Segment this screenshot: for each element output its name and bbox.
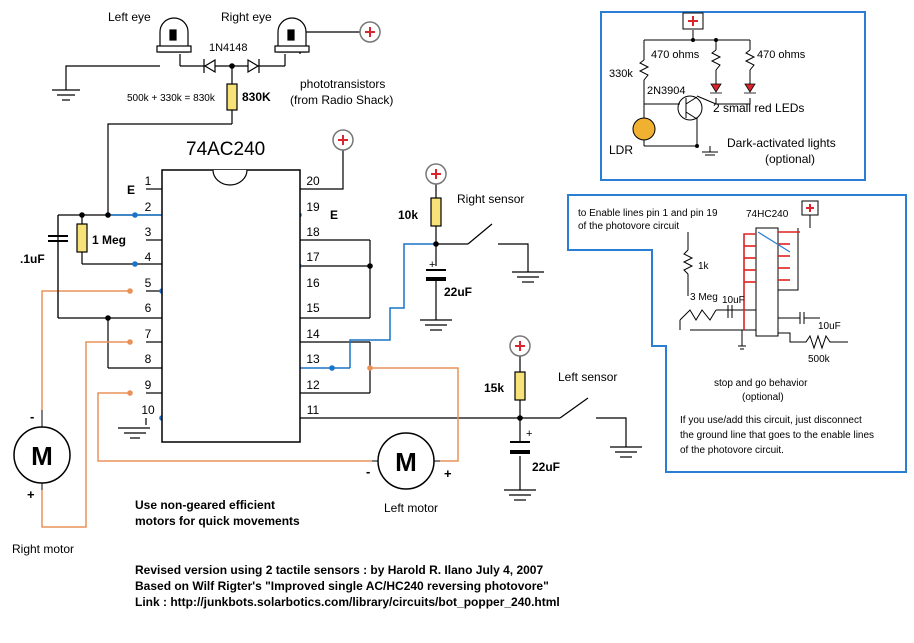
r330k-label: 330k <box>609 68 633 80</box>
pin-label: 17 <box>306 250 320 264</box>
credit-line-2: Based on Wilf Rigter's "Improved single … <box>135 579 549 593</box>
r470-right-label: 470 ohms <box>757 49 806 61</box>
phototransistors-label: phototransistors <box>300 77 385 91</box>
dark-caption-1: Dark-activated lights <box>727 136 836 150</box>
enable-note-1: to Enable lines pin 1 and pin 19 <box>578 208 718 219</box>
left-motor-label: Left motor <box>384 501 438 515</box>
pin-label: 12 <box>306 378 320 392</box>
cap-plus-label: + <box>429 259 435 271</box>
c10uf-right-label: 10uF <box>818 321 841 332</box>
use-note-1: Use non-geared efficient <box>135 498 275 512</box>
stop-and-go-box <box>567 194 907 473</box>
orange-dots <box>127 288 373 396</box>
pin-label: 20 <box>306 174 320 188</box>
r830k-label: 830K <box>242 90 271 104</box>
stop-caption-1: stop and go behavior <box>714 378 808 389</box>
r10k-label: 10k <box>398 208 418 222</box>
right-eye-label: Right eye <box>221 10 272 24</box>
stop-note-2: the ground line that goes to the enable … <box>680 430 874 441</box>
pin-numbers-left: 1 2 3 4 5 6 7 8 9 10 <box>141 174 155 417</box>
supply-plus-icon <box>332 21 531 357</box>
right-motor-m: M <box>31 441 53 471</box>
pin-numbers-right: 20 19 18 17 16 15 14 13 12 11 <box>306 174 320 417</box>
right-motor-plus: + <box>27 487 35 502</box>
pin-label: 19 <box>306 200 320 214</box>
r15k-label: 15k <box>484 381 504 395</box>
pin-label: 2 <box>145 200 152 214</box>
use-note-2: motors for quick movements <box>135 514 300 528</box>
enable-note-2: of the photovore circuit <box>578 221 679 232</box>
right-eye-icon <box>274 17 310 53</box>
cap-01uf-label: .1uF <box>20 252 45 266</box>
right-motor-label: Right motor <box>12 542 74 556</box>
stop-note-3: of the photovore circuit. <box>680 445 784 456</box>
hc240-label: 74HC240 <box>746 209 789 220</box>
c10uf-left-label: 10uF <box>722 295 745 306</box>
chip-74ac240 <box>161 169 301 443</box>
ldr-label: LDR <box>609 143 633 157</box>
dark-activated-box <box>600 11 866 181</box>
left-motor-icon <box>372 432 440 490</box>
r470-left-label: 470 ohms <box>651 49 700 61</box>
pin-label: 5 <box>145 276 152 290</box>
right-sensor-label: Right sensor <box>457 192 524 206</box>
left-eye-label: Left eye <box>108 10 151 24</box>
r500k-label: 500k <box>808 354 831 365</box>
right-motor-icon <box>13 410 71 490</box>
left-motor-minus: - <box>366 464 370 479</box>
enable-left-label: E <box>127 183 135 197</box>
pin-label: 3 <box>145 225 152 239</box>
pin-label: 9 <box>145 378 152 392</box>
diode-icon <box>203 58 260 74</box>
pin-label: 10 <box>141 403 155 417</box>
cap-22uf-top-label: 22uF <box>444 285 472 299</box>
pin-label: 7 <box>145 327 152 341</box>
cap-leads <box>57 215 521 442</box>
chip-name: 74AC240 <box>186 139 265 160</box>
stop-note-1: If you use/add this circuit, just discon… <box>680 415 862 426</box>
cap-22uf-bottom-label: 22uF <box>532 460 560 474</box>
pin-label: 1 <box>145 174 152 188</box>
leds-label: 2 small red LEDs <box>713 101 804 115</box>
r3meg-label: 3 Meg <box>690 292 718 303</box>
pin-label: 4 <box>145 250 152 264</box>
credit-line-1: Revised version using 2 tactile sensors … <box>135 563 543 577</box>
one-meg-label: 1 Meg <box>92 233 126 247</box>
pin-label: 18 <box>306 225 320 239</box>
pin-label: 13 <box>306 352 320 366</box>
pin-label: 16 <box>306 276 320 290</box>
pin-label: 8 <box>145 352 152 366</box>
left-motor-plus: + <box>444 466 452 481</box>
credit-line-3: Link : http://junkbots.solarbotics.com/l… <box>135 595 560 609</box>
pin-label: 6 <box>145 301 152 315</box>
resistor-sum-label: 500k + 330k = 830k <box>127 93 216 104</box>
diode-label: 1N4148 <box>209 42 248 54</box>
junction-dots <box>79 63 523 421</box>
cap-plus-label-2: + <box>526 428 532 440</box>
left-motor-m: M <box>395 447 417 477</box>
stop-caption-2: (optional) <box>742 392 784 403</box>
pin-label: 15 <box>306 301 320 315</box>
left-eye-icon <box>156 17 192 53</box>
resistors <box>76 83 526 401</box>
dark-caption-2: (optional) <box>765 152 815 166</box>
capacitors <box>48 235 530 454</box>
enable-right-label: E <box>330 208 338 222</box>
pin-label: 14 <box>306 327 320 341</box>
right-motor-minus: - <box>30 409 34 424</box>
left-sensor-label: Left sensor <box>558 370 617 384</box>
r1k-label: 1k <box>698 261 710 272</box>
radio-shack-label: (from Radio Shack) <box>290 93 393 107</box>
pin-label: 11 <box>307 403 320 417</box>
orange-wires <box>41 290 459 528</box>
transistor-label: 2N3904 <box>647 85 686 97</box>
